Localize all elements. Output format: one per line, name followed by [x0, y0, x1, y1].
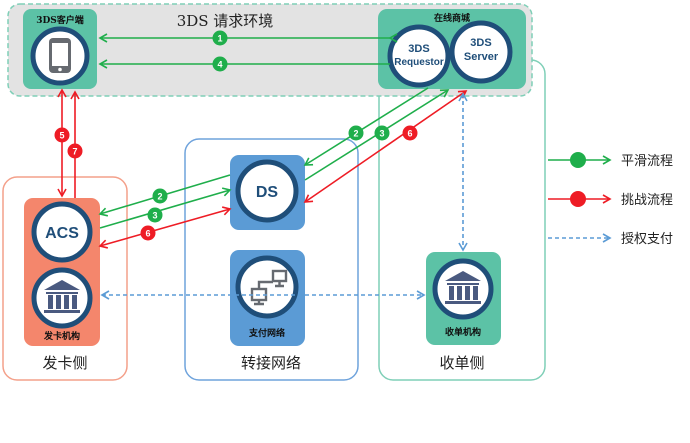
- step-badge-2-lower: 2: [152, 188, 168, 204]
- server-line2: Server: [464, 51, 499, 63]
- step-badge-5: 5: [54, 127, 70, 143]
- svg-text:2: 2: [157, 192, 162, 202]
- acs-node: ACS: [31, 201, 93, 263]
- step-badge-2-upper: 2: [348, 125, 364, 141]
- payment-network-node: 支付网络: [230, 250, 305, 346]
- acquirer-side-label: 收单侧: [439, 354, 484, 372]
- 3ds-server-node: 3DS Server: [449, 20, 513, 84]
- svg-text:挑战流程: 挑战流程: [621, 193, 673, 208]
- step-badge-3-lower: 3: [147, 207, 163, 223]
- legend-item-challenge: 挑战流程: [548, 191, 673, 208]
- acquirer-node: 收单机构: [426, 252, 501, 345]
- svg-text:6: 6: [145, 229, 150, 239]
- acquirer-bank-title: 收单机构: [445, 326, 481, 338]
- svg-text:1: 1: [217, 34, 222, 44]
- 3ds-requestor-node: 3DS Requestor: [387, 24, 451, 88]
- legend: 平滑流程 挑战流程 授权支付: [548, 152, 673, 247]
- ds-label: DS: [256, 184, 279, 201]
- ds-node: DS: [230, 155, 305, 230]
- step-badge-4: 4: [212, 56, 228, 72]
- legend-item-frictionless: 平滑流程: [548, 152, 673, 169]
- svg-text:平滑流程: 平滑流程: [621, 154, 673, 169]
- request-environment-title: 3DS 请求环境: [177, 12, 274, 30]
- svg-text:4: 4: [217, 60, 222, 70]
- server-line1: 3DS: [470, 37, 491, 49]
- requestor-line1: 3DS: [408, 43, 429, 55]
- svg-text:5: 5: [59, 131, 64, 141]
- step-badge-6-upper: 6: [402, 125, 418, 141]
- arrow-step-6-ds-acs: [98, 206, 232, 249]
- bank-icon: [44, 280, 80, 313]
- step-badge-7: 7: [67, 143, 83, 159]
- issuer-bank-title: 发卡机构: [43, 330, 80, 342]
- issuer-node: ACS 发卡机构: [24, 198, 100, 346]
- requestor-line2: Requestor: [394, 57, 444, 68]
- flow-arrows: [57, 33, 468, 300]
- 3ds-client-node: 3DS客户端: [23, 9, 97, 89]
- acs-label: ACS: [45, 225, 79, 242]
- svg-text:3: 3: [379, 129, 384, 139]
- green-dot-icon: [570, 152, 586, 168]
- svg-text:7: 7: [72, 147, 77, 157]
- svg-text:6: 6: [407, 129, 412, 139]
- issuer-side-label: 发卡侧: [42, 354, 87, 372]
- payment-network-title: 支付网络: [248, 327, 285, 339]
- mobile-phone-icon: [49, 38, 71, 73]
- step-badges: 1 4 5 7 2 3 6 2 3 6: [54, 30, 418, 241]
- bank-icon: [445, 271, 481, 304]
- step-badge-1: 1: [212, 30, 228, 46]
- network-side-label: 转接网络: [241, 354, 301, 372]
- 3ds-client-title: 3DS客户端: [36, 14, 84, 26]
- svg-text:3: 3: [152, 211, 157, 221]
- legend-item-authorization: 授权支付: [548, 231, 673, 247]
- red-dot-icon: [570, 191, 586, 207]
- merchant-title: 在线商城: [434, 12, 470, 24]
- step-badge-3-upper: 3: [374, 125, 390, 141]
- merchant-node: 在线商城 3DS Requestor 3DS Server: [378, 9, 526, 89]
- svg-text:授权支付: 授权支付: [621, 231, 673, 247]
- arrow-step-6-ds-server: [303, 90, 468, 203]
- step-badge-6-lower: 6: [140, 225, 156, 241]
- svg-text:2: 2: [353, 129, 358, 139]
